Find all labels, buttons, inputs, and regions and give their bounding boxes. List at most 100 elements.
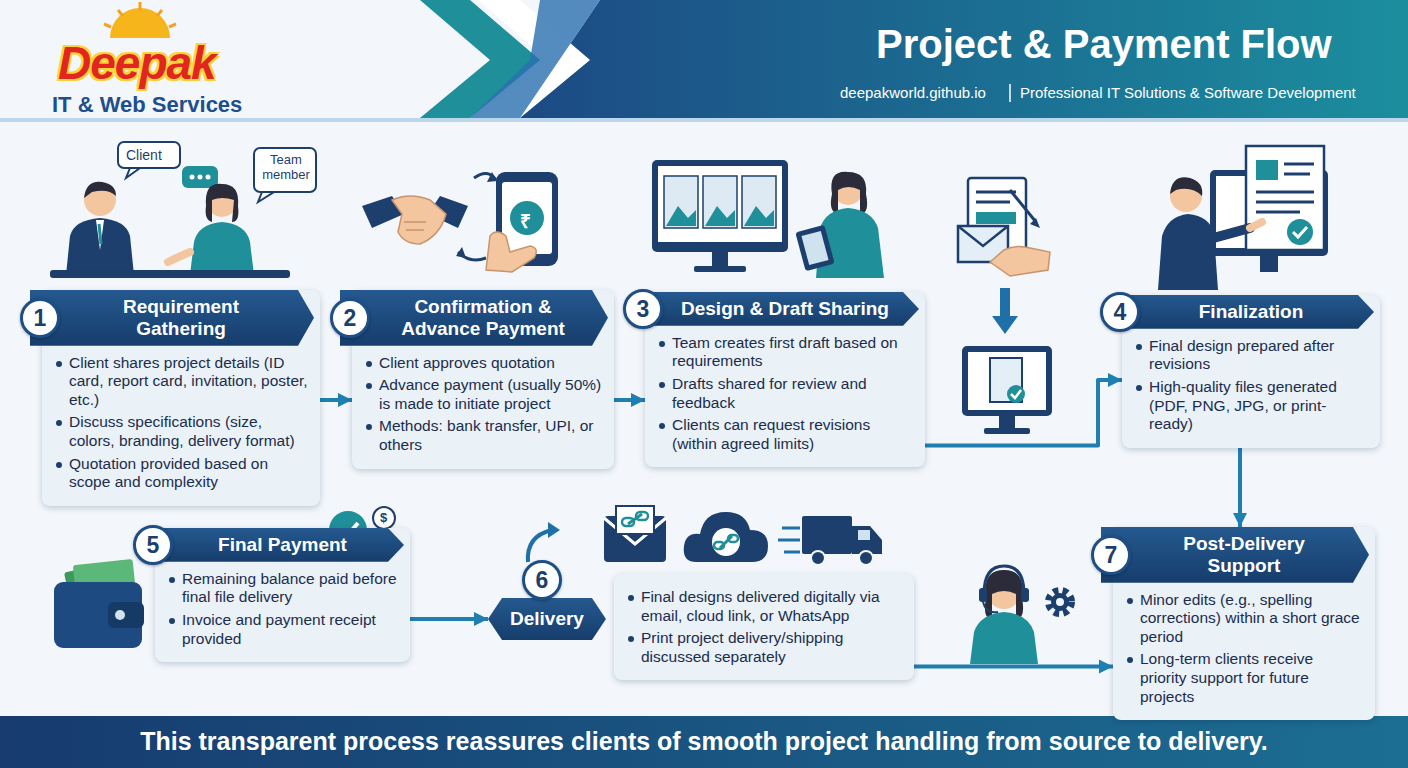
review-illustration (1011, 390, 1021, 398)
meeting-illustration (66, 218, 134, 275)
meeting-illustration (84, 182, 116, 198)
finalization-illustration (1260, 256, 1278, 272)
review-illustration (984, 428, 1030, 434)
flow-arrow (410, 617, 488, 621)
flow-arrow (1238, 448, 1242, 527)
logo-sun (104, 2, 176, 27)
support-illustration (1051, 593, 1069, 611)
meeting-illustration (99, 224, 101, 244)
delivery-illustration (852, 526, 882, 554)
design-illustration (664, 176, 776, 228)
step-number-text: 2 (344, 305, 357, 332)
bullet-text: Discuss specifications (size, colors, br… (54, 413, 308, 450)
delivery-illustration (712, 528, 740, 556)
logo-sun (104, 2, 176, 38)
logo-name: Deepak (58, 36, 216, 90)
currency-symbol: $ (380, 510, 387, 525)
logo-sun (118, 10, 123, 16)
handshake-payment-illustration (486, 232, 536, 272)
meeting-illustration (126, 168, 140, 178)
currency-symbol: ₹ (520, 208, 531, 234)
delivery-illustration (636, 512, 648, 520)
design-illustration (666, 206, 696, 226)
finalization-illustration (1250, 222, 1262, 228)
bullet-text: Client shares project details (ID card, … (54, 354, 308, 410)
finalization-illustration (1256, 160, 1278, 180)
bullet-text: Quotation provided based on scope and co… (54, 455, 308, 492)
step-body: Final designs delivered digitally via em… (614, 574, 914, 680)
delivery-illustration (778, 539, 800, 542)
payment-illustration (108, 602, 144, 628)
support-illustration (970, 612, 1038, 664)
review-illustration (1000, 288, 1010, 318)
review-illustration (958, 178, 1052, 434)
handshake-payment-illustration (362, 172, 558, 272)
support-illustration (970, 566, 1071, 664)
flow-arrow (925, 380, 1122, 445)
design-illustration (694, 266, 746, 272)
delivery-illustration (802, 516, 852, 554)
delivery-illustration (784, 551, 800, 554)
design-illustration (652, 160, 884, 278)
meeting-illustration (50, 142, 316, 278)
handshake-payment-illustration (510, 201, 544, 235)
bullet-text: Long-term clients receive priority suppo… (1125, 650, 1363, 706)
step-number-text: 5 (147, 532, 160, 559)
step-panel: Post-Delivery SupportMinor edits (e.g., … (1113, 527, 1375, 720)
header-band (0, 0, 1408, 120)
handshake-payment-illustration (404, 222, 426, 230)
review-illustration (1010, 190, 1036, 222)
step-number: 6 (522, 560, 562, 600)
design-illustration (658, 166, 782, 242)
meeting-illustration (190, 175, 195, 180)
speech-label: Client (126, 147, 162, 163)
payment-illustration (115, 610, 125, 620)
logo-sun (110, 8, 170, 38)
delivery-illustration (684, 512, 768, 562)
finalization-illustration (1293, 227, 1307, 237)
bullet-text: Advance payment (usually 50%) is made to… (364, 376, 602, 413)
delivery-illustration (728, 535, 738, 542)
finalization-illustration (1287, 219, 1313, 245)
review-illustration (962, 346, 1052, 416)
handshake-payment-illustration (502, 182, 552, 254)
handshake-payment-illustration (392, 196, 446, 244)
step-panel: Confirmation & Advance PaymentClient app… (352, 290, 614, 469)
handshake-payment-illustration (487, 172, 497, 182)
step-panel: FinalizationFinal design prepared after … (1122, 295, 1380, 448)
design-illustration (831, 172, 867, 214)
delivery-illustration (858, 530, 870, 540)
review-illustration (958, 226, 1008, 246)
payment-illustration (373, 507, 395, 529)
meeting-illustration (206, 175, 211, 180)
delivery-illustration (528, 506, 882, 565)
review-illustration (990, 246, 1050, 276)
logo-sun (157, 10, 162, 16)
review-illustration (976, 212, 1016, 224)
step-panel: Final PaymentRemaining balance paid befo… (155, 528, 410, 662)
support-illustration (983, 602, 998, 612)
header-band (1009, 84, 1011, 102)
flow-arrow (914, 664, 1113, 668)
step-number: 5 (133, 525, 173, 565)
step-heading: Post-Delivery Support (1101, 527, 1369, 583)
delivery-illustration (714, 542, 724, 549)
step-number-text: 4 (1114, 299, 1127, 326)
step-heading: Delivery (488, 598, 606, 640)
delivery-illustration (782, 527, 800, 530)
bullet-text: Minor edits (e.g., spelling corrections)… (1125, 591, 1363, 647)
finalization-illustration (1158, 146, 1328, 290)
speech-label: Team member (262, 153, 310, 183)
header-band (520, 0, 1408, 118)
footer-caption: This transparent process reassures clien… (0, 727, 1408, 756)
meeting-illustration (96, 220, 104, 250)
step-number: 3 (623, 289, 663, 329)
meeting-illustration (254, 148, 316, 192)
meeting-illustration (168, 252, 190, 262)
design-illustration (652, 160, 788, 252)
meeting-illustration (118, 142, 180, 168)
meeting-illustration (258, 192, 274, 202)
delivery-illustration (616, 506, 654, 534)
design-illustration (742, 176, 776, 228)
